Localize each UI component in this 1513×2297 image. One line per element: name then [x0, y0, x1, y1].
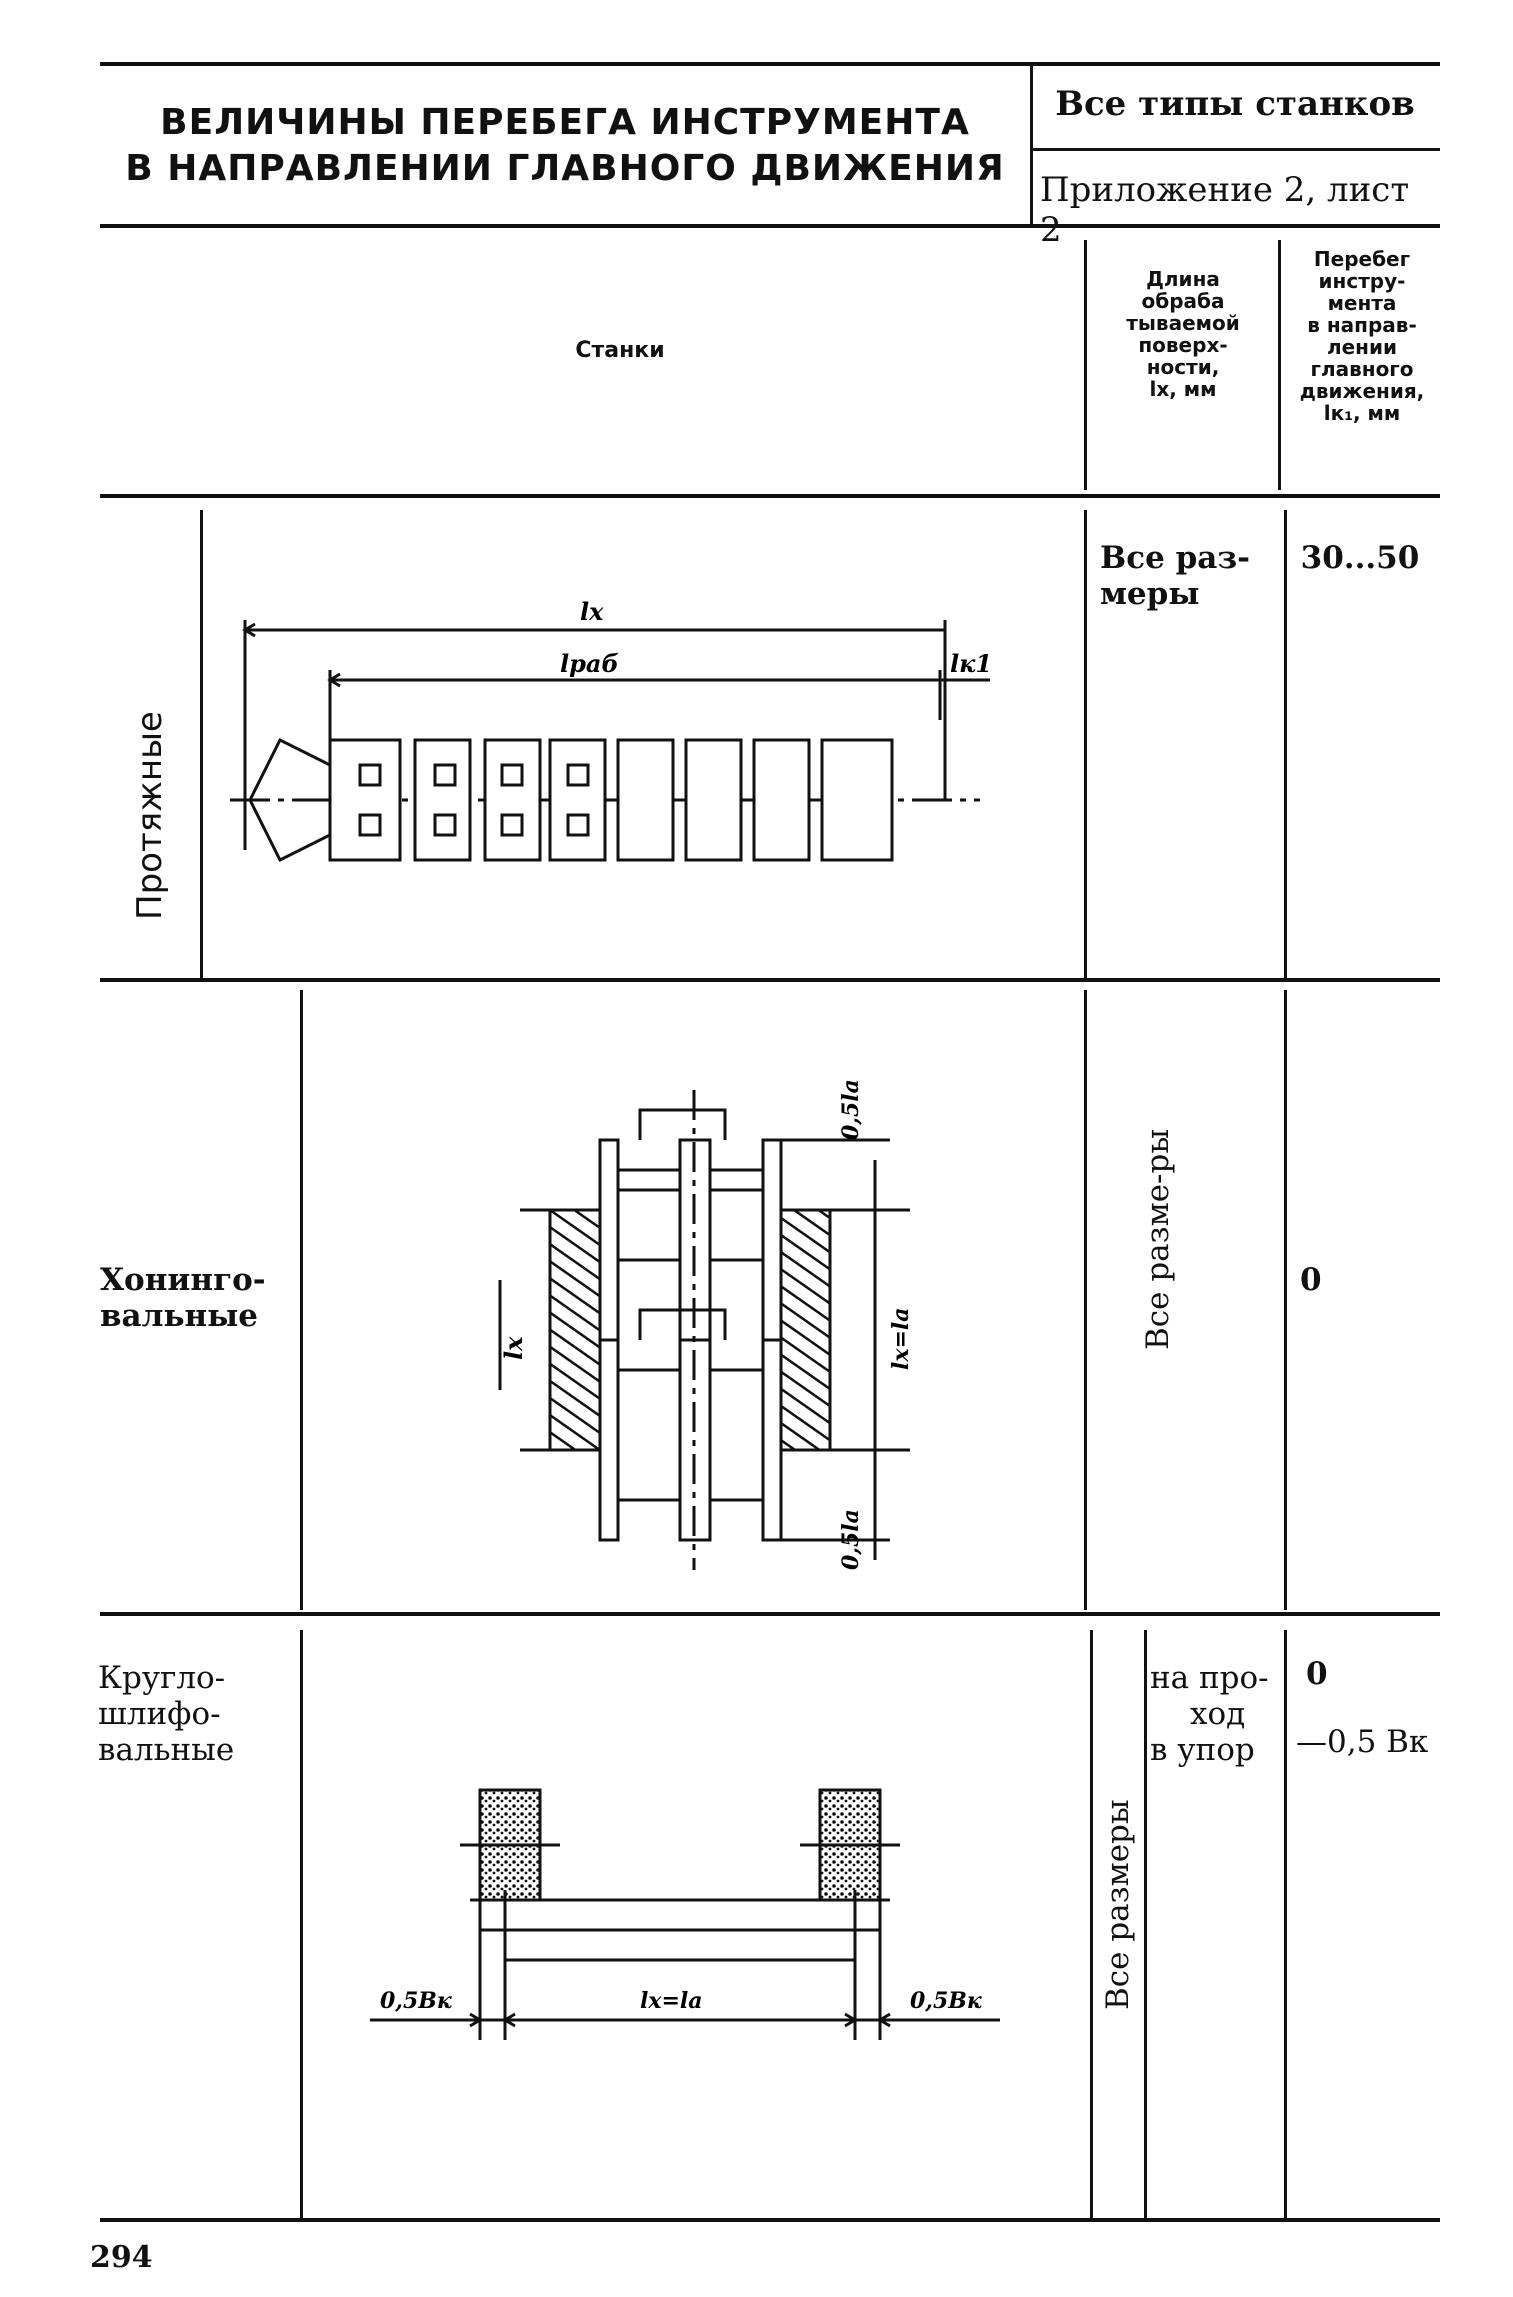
row1-bottom-rule [100, 978, 1440, 982]
row-broaching-length: Все раз-меры [1100, 540, 1251, 612]
label-bottom: 0,5lа [838, 1509, 864, 1570]
row-grinding-overrun-stop: —0,5 Вк [1296, 1724, 1429, 1760]
sheet-ref: Приложение 2, лист 2 [1040, 170, 1410, 250]
grinding-diagram: 0,5Вк lх=lа 0,5Вк [370, 1788, 1000, 2040]
row2-col-divider-2 [1284, 990, 1287, 1610]
row-grinding-name: Кругло-шлифо-вальные [98, 1660, 235, 1768]
row3-name-divider [300, 1630, 303, 2220]
row-grinding-overrun-pass: 0 [1306, 1656, 1328, 1692]
col-divider-2 [1278, 240, 1281, 490]
label-right: lх=lа [888, 1307, 914, 1370]
row3-col-divider-1 [1090, 1630, 1093, 2220]
label-center: lх=lа [640, 1988, 703, 2014]
header-sub-rule [1032, 148, 1440, 151]
label-lk1: lк1 [950, 649, 992, 678]
top-rule [100, 62, 1440, 66]
row-honing-name: Хонинго-вальные [100, 1262, 266, 1334]
row-honing-overrun: 0 [1300, 1262, 1322, 1298]
row2-name-divider [300, 990, 303, 1610]
row1-name-divider [200, 510, 203, 980]
row2-bottom-rule [100, 1612, 1440, 1616]
honing-diagram: 0,5lа 0,5lа lх lх=lа [498, 1079, 914, 1570]
machine-types: Все типы станков [1055, 84, 1415, 124]
header-divider [1030, 66, 1033, 224]
broach-diagram: lх lраб lк1 [230, 597, 992, 863]
col-header-rule [100, 494, 1440, 498]
label-left: 0,5Вк [380, 1988, 452, 2014]
col-divider-1 [1084, 240, 1087, 490]
label-left: lх [499, 1336, 528, 1360]
row1-col-divider-2 [1284, 510, 1287, 980]
label-right: 0,5Вк [910, 1988, 982, 2014]
row-broaching-name: Протяжные [130, 711, 170, 920]
label-top: 0,5lа [838, 1079, 864, 1140]
table-bottom-rule [100, 2218, 1440, 2222]
page-number: 294 [90, 2240, 153, 2275]
label-lx: lх [580, 597, 604, 626]
col-header-machines: Станки [575, 338, 665, 363]
row-honing-length: Все разме-ры [1140, 1128, 1176, 1350]
row3-col-divider-mode [1144, 1630, 1147, 2220]
row-broaching-overrun: 30...50 [1300, 540, 1420, 576]
row1-col-divider-1 [1084, 510, 1087, 980]
row3-col-divider-2 [1284, 1630, 1287, 2220]
header-bottom-rule [100, 224, 1440, 228]
label-lrab: lраб [560, 649, 619, 678]
page-title: ВЕЛИЧИНЫ ПЕРЕБЕГА ИНСТРУМЕНТА В НАПРАВЛЕ… [125, 102, 1005, 189]
row2-col-divider-1 [1084, 990, 1087, 1610]
row-grinding-length: Все размеры [1100, 1799, 1136, 2010]
